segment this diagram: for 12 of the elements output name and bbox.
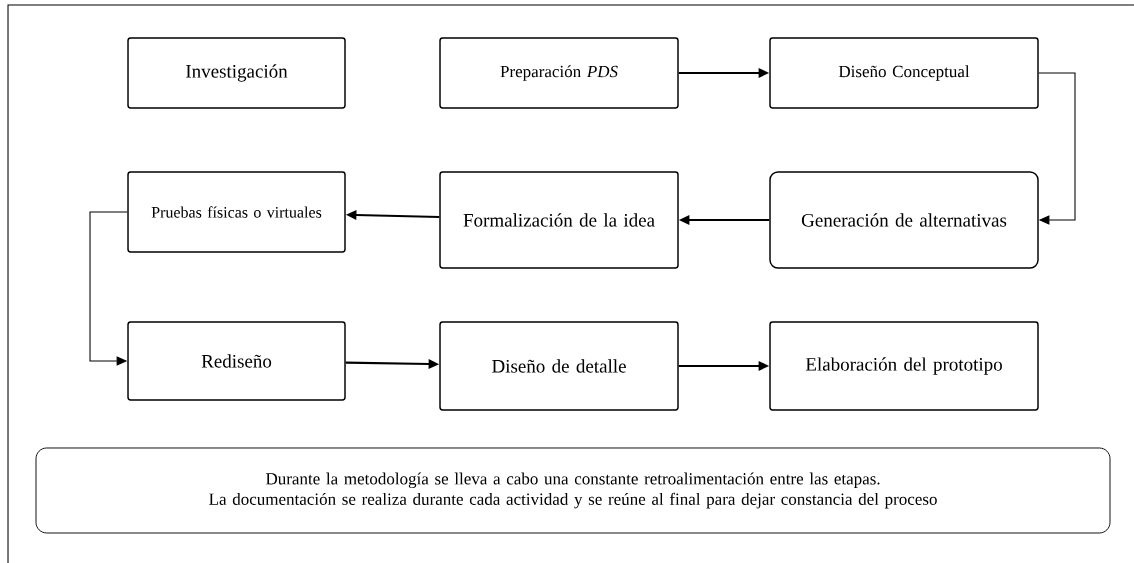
arrow [1038, 72, 1076, 225]
process-box: Diseño Conceptual [769, 37, 1039, 109]
arrow [89, 211, 128, 366]
note-box: Durante la metodología se lleva a cabo una constante retroalimentación entre las etapas. La documentación se realiza durante cada actividad y se reúne al final para dejar constancia del proceso [35, 447, 1111, 534]
process-box: Investigación [127, 37, 346, 109]
process-box: Preparación PDS [439, 37, 679, 109]
process-box: Rediseño [127, 321, 346, 401]
process-box: Elaboración del prototipo [769, 321, 1039, 411]
process-box: Generación de alternativas [769, 171, 1039, 269]
process-box: Formalización de la idea [439, 171, 679, 269]
process-box: Pruebas físicas o virtuales [127, 171, 346, 253]
process-box: Diseño de detalle [439, 321, 679, 411]
